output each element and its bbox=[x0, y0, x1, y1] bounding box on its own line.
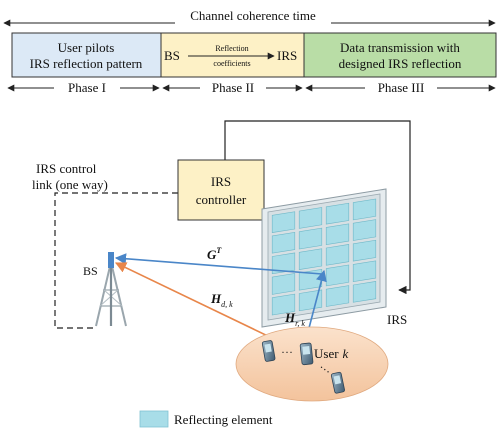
phase-3-line1: Data transmission with bbox=[340, 40, 460, 55]
controller-label-line2: controller bbox=[196, 192, 247, 207]
irs-reflecting-element bbox=[352, 239, 377, 262]
phase-1-line1: User pilots bbox=[58, 40, 115, 55]
control-link-label-line2: link (one way) bbox=[32, 177, 108, 192]
legend: Reflecting element bbox=[139, 410, 273, 428]
irs-reflecting-element bbox=[271, 252, 296, 275]
channel-g-arrow bbox=[114, 253, 323, 275]
irs-reflecting-element bbox=[325, 202, 350, 225]
legend-label: Reflecting element bbox=[174, 412, 273, 427]
irs-reflecting-element bbox=[325, 244, 350, 266]
channel-g-label: GT bbox=[207, 246, 222, 262]
irs-panel: IRS bbox=[261, 188, 407, 328]
users-ellipsis: ··· bbox=[281, 345, 293, 359]
control-links: IRS control link (one way) bbox=[32, 120, 411, 329]
phase-1-line2: IRS reflection pattern bbox=[30, 56, 143, 71]
controller-label-line1: IRS bbox=[211, 174, 231, 189]
irs-controller: IRS controller bbox=[177, 159, 265, 221]
irs-reflecting-element bbox=[352, 260, 377, 283]
phase-2-bs-label: BS bbox=[164, 48, 180, 63]
legend-swatch bbox=[139, 410, 169, 428]
phase-2-arrow-bottom: coefficients bbox=[213, 59, 250, 68]
phase-2-box bbox=[160, 32, 305, 78]
irs-element-grid bbox=[271, 198, 377, 316]
phase-3-line2: designed IRS reflection bbox=[339, 56, 462, 71]
irs-reflecting-element bbox=[325, 285, 350, 307]
irs-reflecting-element bbox=[298, 248, 323, 270]
phone-icon bbox=[330, 371, 345, 394]
irs-reflecting-element bbox=[352, 281, 377, 303]
channel-hd-label: Hd, k bbox=[210, 291, 233, 309]
irs-reflecting-element bbox=[271, 211, 296, 233]
controller-to-irs-link bbox=[224, 120, 411, 295]
control-link-label-line1: IRS control bbox=[36, 161, 97, 176]
irs-reflecting-element bbox=[298, 227, 323, 250]
phase-3-box bbox=[303, 32, 497, 78]
irs-reflecting-element bbox=[352, 219, 377, 241]
phase-2-irs-label: IRS bbox=[277, 48, 297, 63]
irs-label: IRS bbox=[387, 312, 407, 327]
bs-tower: BS bbox=[83, 252, 127, 327]
irs-reflecting-element bbox=[325, 223, 350, 246]
phase-3-label: Phase III bbox=[378, 80, 425, 95]
irs-reflecting-element bbox=[271, 293, 296, 316]
phase-boxes: User pilots IRS reflection pattern BS Re… bbox=[11, 32, 497, 78]
phase-1-label: Phase I bbox=[68, 80, 106, 95]
phone-icon bbox=[261, 340, 276, 362]
irs-reflecting-element bbox=[298, 289, 323, 312]
channel-hr-label: Hr, k bbox=[284, 310, 305, 328]
irs-reflecting-element bbox=[271, 273, 296, 295]
phone-icon bbox=[299, 342, 314, 366]
irs-control-link bbox=[54, 192, 178, 329]
bs-label: BS bbox=[83, 264, 98, 278]
phase-2-label: Phase II bbox=[212, 80, 254, 95]
coherence-time-title: Channel coherence time bbox=[190, 8, 316, 23]
irs-reflecting-element bbox=[352, 198, 377, 221]
irs-reflecting-element bbox=[298, 207, 323, 229]
phase-arrows: Phase I Phase II Phase III bbox=[7, 80, 496, 95]
irs-reflecting-element bbox=[271, 231, 296, 254]
irs-reflecting-element bbox=[325, 264, 350, 287]
coherence-time-header: Channel coherence time bbox=[3, 8, 496, 27]
phase-1-box bbox=[11, 32, 162, 78]
phase-2-arrow-top: Reflection bbox=[215, 44, 248, 53]
